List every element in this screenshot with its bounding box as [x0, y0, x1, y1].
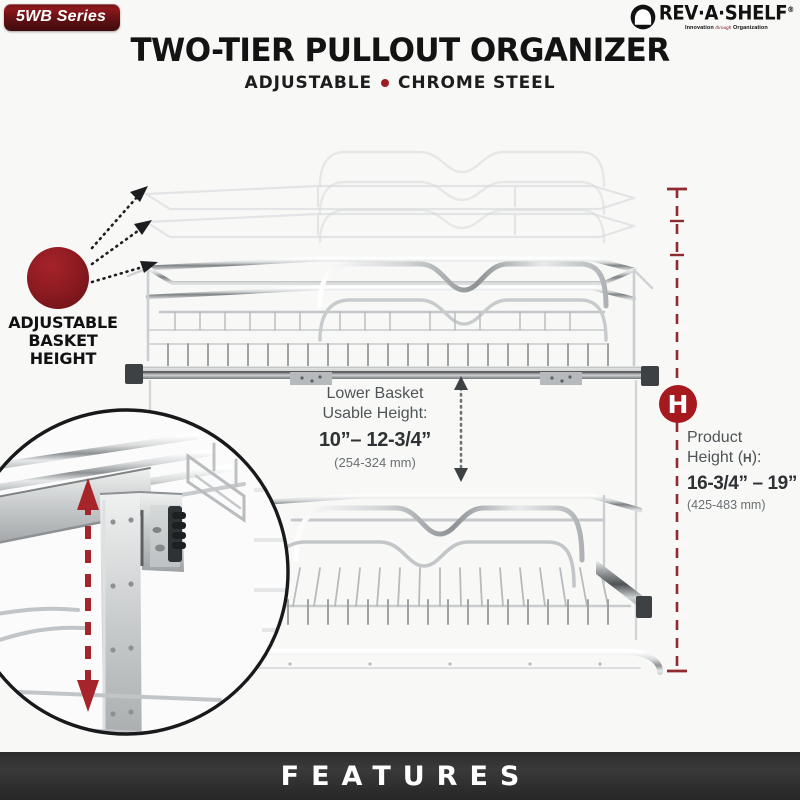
- ghost-shelf-positions: [144, 184, 636, 239]
- detail-adjust-arrow-icon: [77, 478, 99, 712]
- rev-a-shelf-arch-logo-icon: [630, 4, 656, 30]
- product-height-line-2: Height (H):: [687, 449, 762, 466]
- detail-zoom-circle: [0, 408, 290, 736]
- brand-tagline: Innovation through Organization: [684, 25, 768, 31]
- ghost-divider-wires: [318, 150, 606, 244]
- subtitle-right: CHROME STEEL: [398, 73, 556, 93]
- features-footer-label: FEATURES: [280, 760, 532, 792]
- slide-bracket-detail: [139, 491, 186, 572]
- lower-basket-line-2: Usable Height:: [322, 405, 428, 422]
- series-badge: 5WB Series: [4, 4, 121, 31]
- product-height-inline-marker: H: [743, 451, 752, 465]
- lower-basket-dimension-arrow: [454, 376, 468, 482]
- adjustable-pointer-arrows: [90, 186, 158, 284]
- adj-line-2: BASKET: [28, 331, 98, 351]
- adj-line-3: HEIGHT: [29, 349, 97, 369]
- lower-basket-value: 10”– 12-3/4”: [318, 429, 432, 451]
- page-title: TWO-TIER PULLOUT ORGANIZER: [130, 31, 670, 69]
- page-subtitle: ADJUSTABLE CHROME STEEL: [0, 73, 800, 93]
- lower-basket-metric: (254-324 mm): [334, 455, 416, 470]
- lower-basket-line-1: Lower Basket: [326, 385, 424, 402]
- brand-text: REV·A·SHELF® Innovation through Organiza…: [658, 2, 794, 31]
- brand-name: REV·A·SHELF®: [658, 2, 794, 25]
- product-height-value: 16-3/4” – 19”: [687, 473, 797, 494]
- features-footer-bar: FEATURES: [0, 752, 800, 800]
- adj-line-1: ADJUSTABLE: [8, 313, 118, 332]
- product-height-callout: Product Height (H): 16-3/4” – 19” (425-4…: [687, 428, 800, 512]
- upper-slide-rail: [125, 364, 659, 386]
- mounting-bracket-strip: [99, 491, 142, 734]
- lower-slide-rail: [596, 560, 652, 618]
- red-dot-icon: [381, 78, 390, 87]
- adjustable-height-badge: [27, 247, 89, 309]
- lower-basket-height-callout: Lower Basket Usable Height: 10”– 12-3/4”…: [300, 384, 450, 470]
- brand-logo: REV·A·SHELF® Innovation through Organiza…: [630, 4, 794, 31]
- lower-basket: [246, 493, 643, 626]
- lower-frame-bar: [147, 649, 663, 681]
- product-height-marker-badge: H: [659, 385, 697, 423]
- product-height-dimension-line: [667, 187, 687, 673]
- upper-basket: [125, 256, 655, 385]
- product-height-line-1: Product: [687, 429, 743, 446]
- product-height-metric: (425-483 mm): [687, 498, 766, 512]
- adjustable-basket-height-label: ADJUSTABLE BASKET HEIGHT: [0, 313, 126, 369]
- subtitle-left: ADJUSTABLE: [244, 73, 373, 93]
